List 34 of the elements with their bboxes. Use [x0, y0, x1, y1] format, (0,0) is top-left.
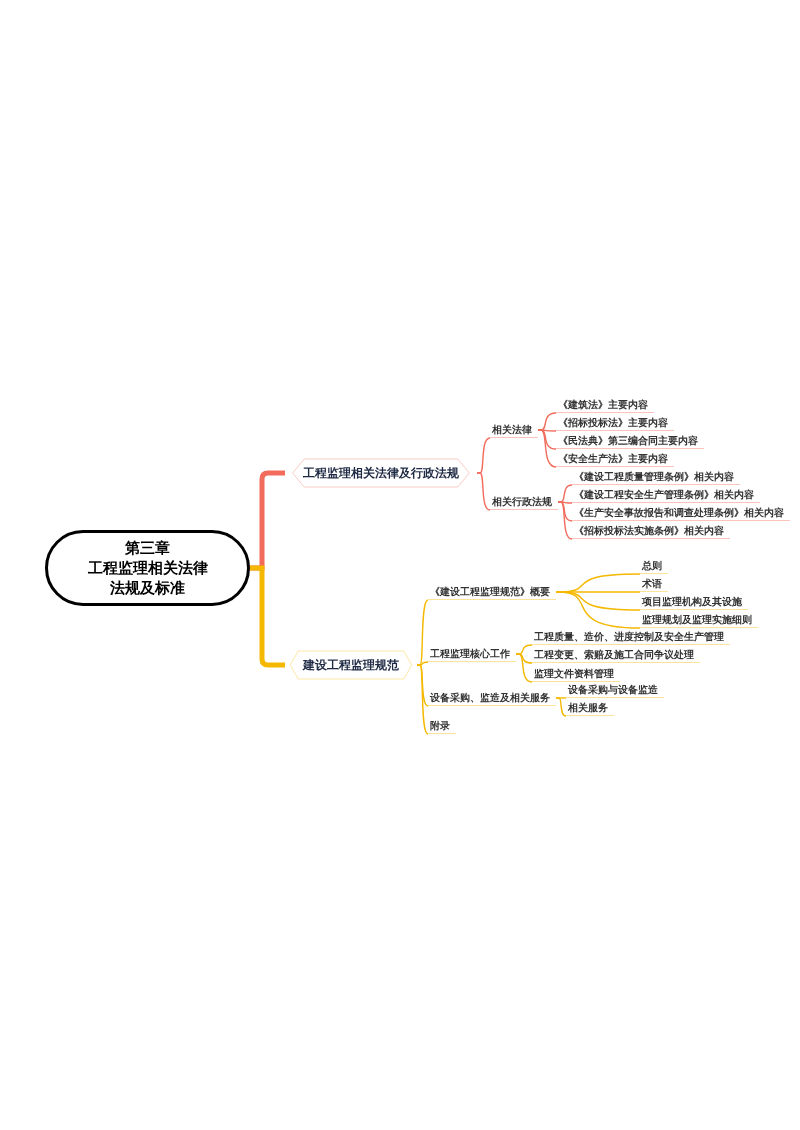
- leaf-topic: 《建设工程安全生产管理条例》相关内容: [572, 487, 760, 503]
- branch-line: [416, 664, 429, 735]
- branch-title: 建设工程监理规范: [303, 657, 399, 674]
- subtopic: 《建设工程监理规范》概要: [428, 584, 556, 600]
- leaf-topic: 工程质量、造价、进度控制及安全生产管理: [532, 629, 730, 645]
- leaf-topic: 项目监理机构及其设施: [640, 594, 748, 610]
- branch-line: [537, 429, 557, 468]
- subtopic: 附录: [428, 718, 456, 734]
- leaf-topic: 术语: [640, 576, 668, 592]
- leaf-topic: 《招标投标法》主要内容: [556, 415, 674, 431]
- subtopic: 相关法律: [490, 422, 538, 438]
- branch-line: [515, 653, 533, 683]
- topic-title: 工程监理相关法律法规及标准: [86, 558, 209, 598]
- subtopic: 相关行政法规: [490, 494, 558, 510]
- leaf-topic: 相关服务: [566, 700, 614, 716]
- leaf-topic: 《生产安全事故报告和调查处理条例》相关内容: [572, 505, 790, 521]
- leaf-topic: 工程变更、索赔及施工合同争议处理: [532, 647, 700, 663]
- leaf-topic: 监理文件资料管理: [532, 666, 620, 682]
- branch-title: 工程监理相关法律及行政法规: [303, 465, 459, 482]
- leaf-topic: 《民法典》第三编合同主要内容: [556, 433, 704, 449]
- leaf-topic: 总则: [640, 558, 668, 574]
- leaf-topic: 《建筑法》主要内容: [556, 397, 654, 413]
- leaf-topic: 《建设工程质量管理条例》相关内容: [572, 469, 740, 485]
- leaf-topic: 设备采购与设备监造: [566, 682, 664, 698]
- branch-line: [555, 591, 641, 629]
- leaf-topic: 《招标投标法实施条例》相关内容: [572, 523, 730, 539]
- subtopic: 设备采购、监造及相关服务: [428, 690, 556, 706]
- branch-line: [555, 697, 567, 717]
- leaf-topic: 《安全生产法》主要内容: [556, 451, 674, 467]
- topic-title: 第三章: [125, 538, 170, 558]
- leaf-topic: 监理规划及监理实施细则: [640, 612, 758, 628]
- subtopic: 工程监理核心工作: [428, 646, 516, 662]
- branch-line: [557, 501, 573, 540]
- branch-line: [476, 472, 491, 511]
